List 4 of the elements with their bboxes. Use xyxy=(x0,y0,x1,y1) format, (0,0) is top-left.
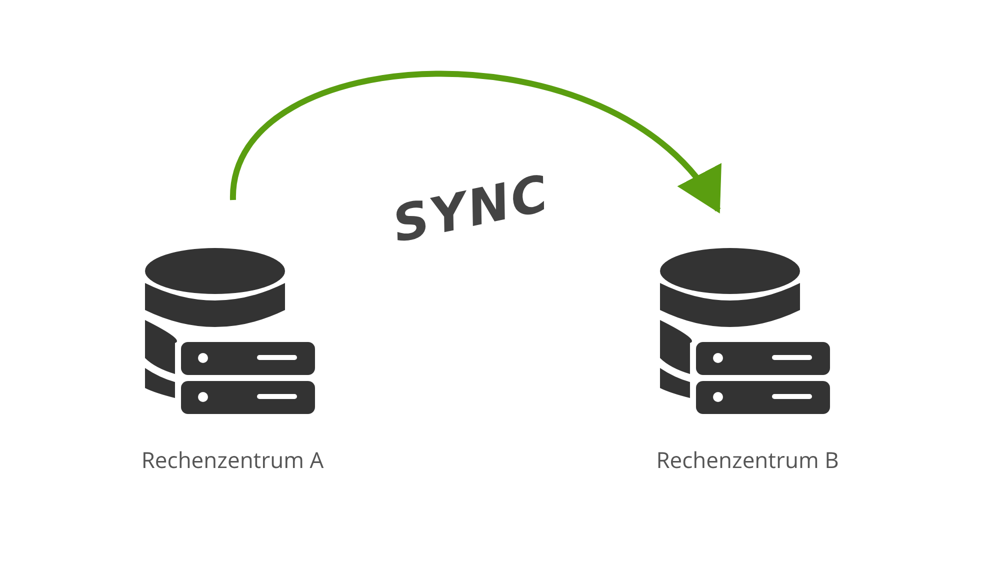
edge-label: SYNC xyxy=(388,164,556,254)
node-label: Rechenzentrum B xyxy=(655,445,840,475)
curved-arrow xyxy=(230,70,720,214)
node-label: Rechenzentrum A xyxy=(140,445,325,475)
